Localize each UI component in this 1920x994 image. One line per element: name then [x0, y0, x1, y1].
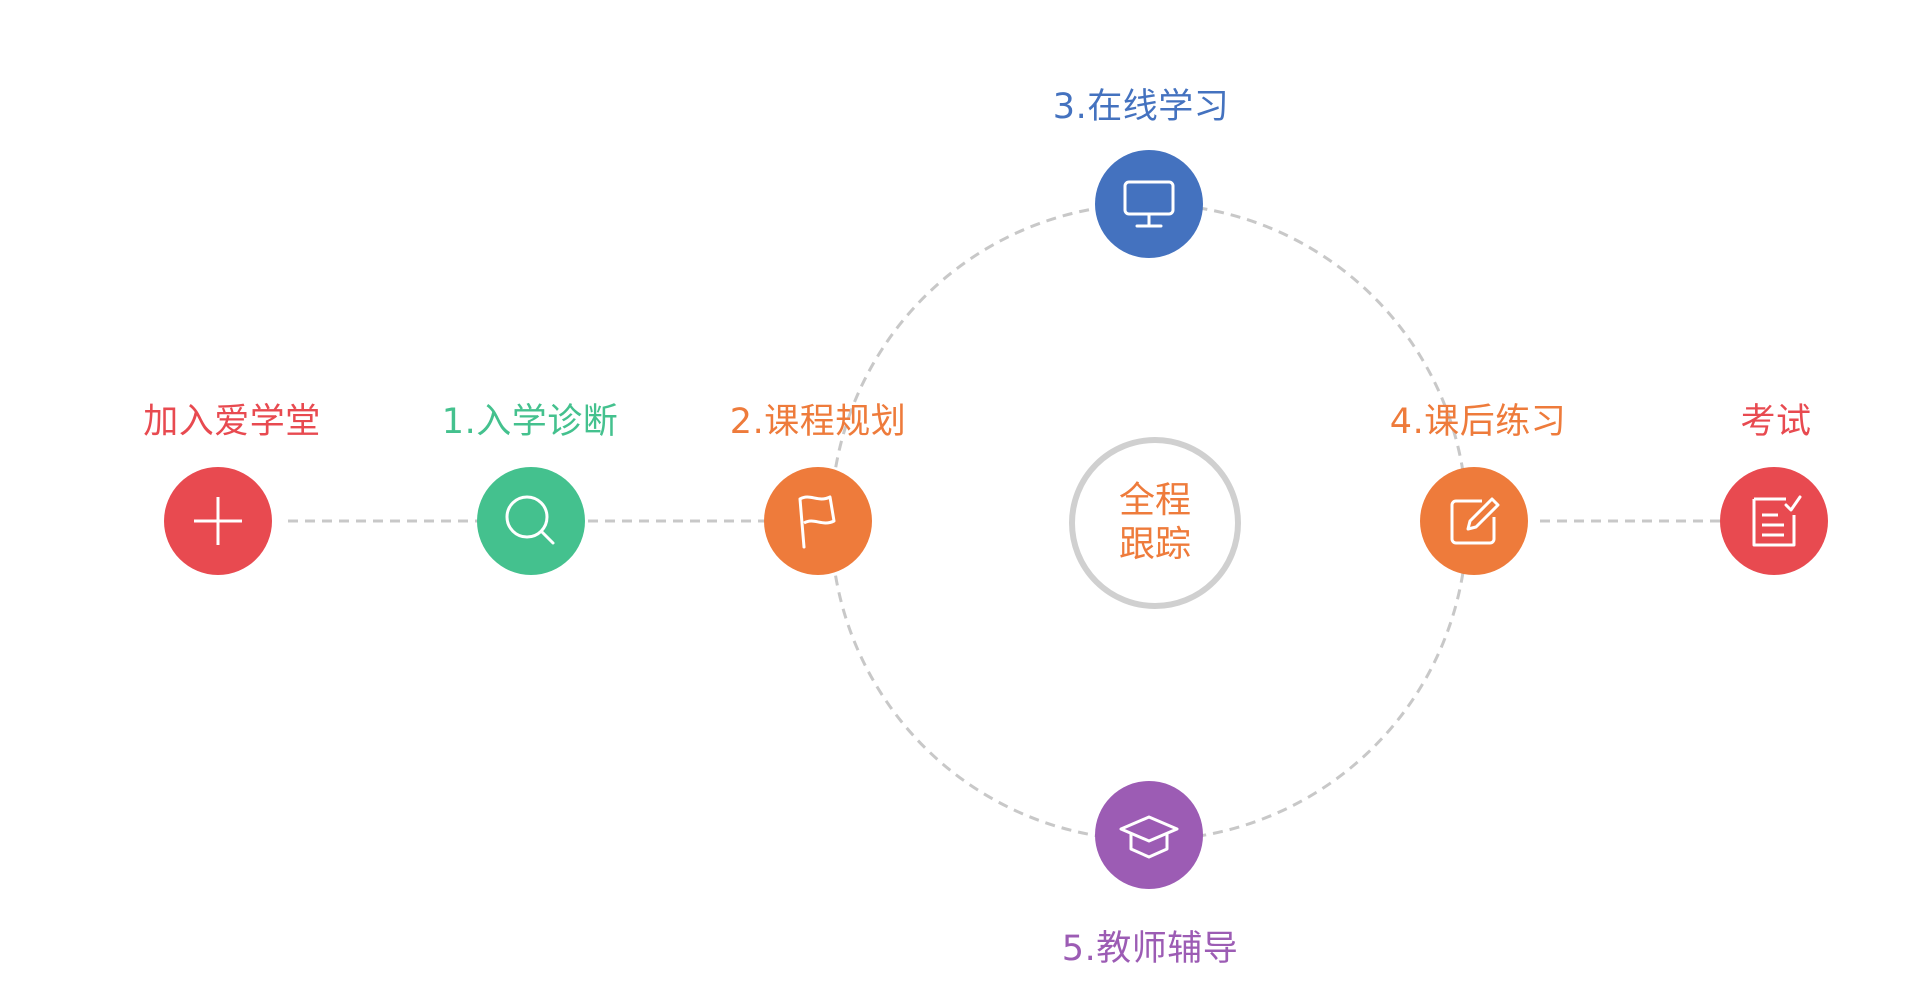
step-label-plan: 2.课程规划 [729, 402, 907, 442]
step-node-diagnose[interactable] [477, 467, 585, 575]
graduation-cap-icon [1119, 815, 1179, 859]
step-label-exam: 考试 [1740, 402, 1812, 442]
search-icon [505, 495, 555, 545]
center-text-line1: 全程 [1118, 480, 1191, 521]
step-node-plan[interactable] [764, 467, 872, 575]
checklist-icon [1752, 495, 1802, 547]
step-node-exam[interactable] [1720, 467, 1828, 575]
step-label-join: 加入爱学堂 [143, 402, 321, 442]
step-label-practice: 4.课后练习 [1389, 402, 1567, 442]
step-label-tutor: 5.教师辅导 [1061, 929, 1239, 969]
step-label-diagnose: 1.入学诊断 [441, 402, 619, 442]
step-label-online: 3.在线学习 [1052, 87, 1230, 127]
step-node-join[interactable] [164, 467, 272, 575]
flag-icon [798, 495, 836, 549]
center-text-line2: 跟踪 [1118, 524, 1191, 565]
monitor-icon [1123, 180, 1175, 228]
plus-icon [194, 497, 242, 545]
step-node-practice[interactable] [1420, 467, 1528, 575]
edit-icon [1450, 497, 1500, 545]
full-tracking-center: 全程 跟踪 [1069, 437, 1241, 609]
step-node-tutor[interactable] [1095, 781, 1203, 889]
step-node-online[interactable] [1095, 150, 1203, 258]
